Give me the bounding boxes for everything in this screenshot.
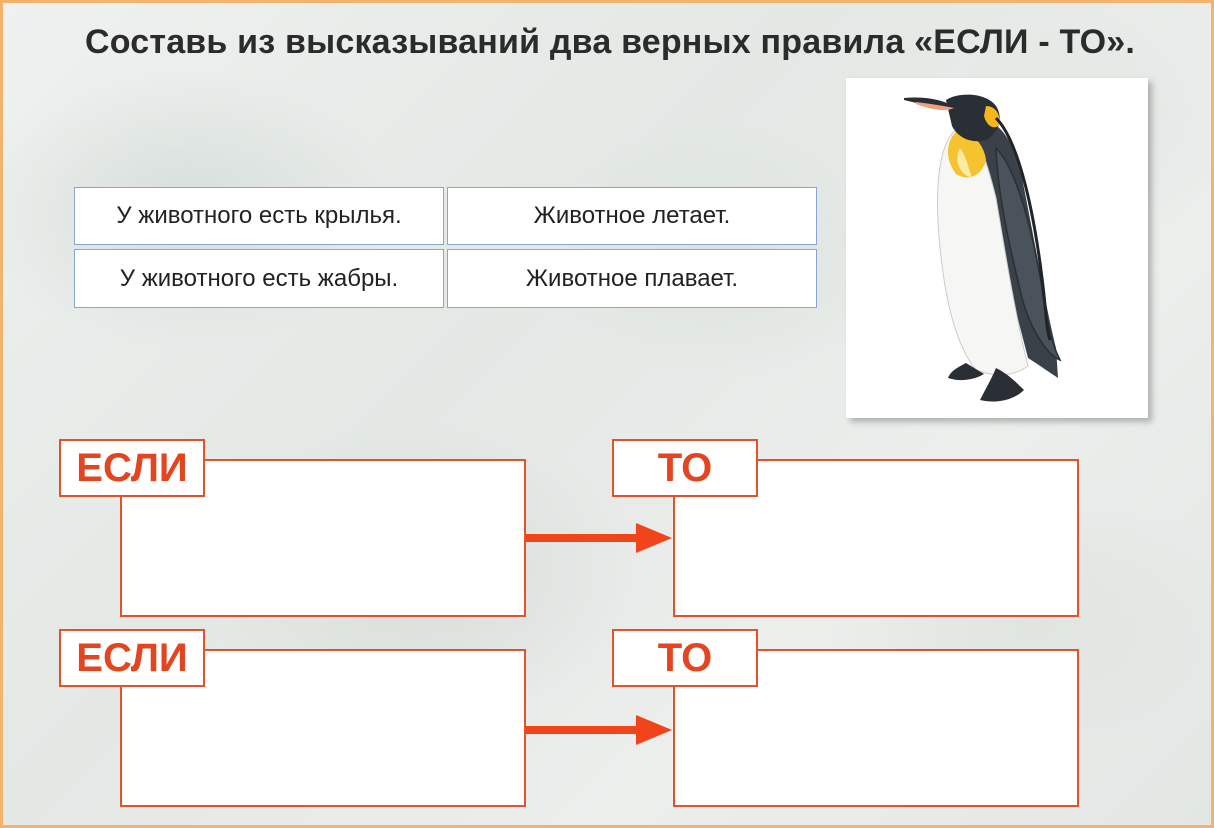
then-label: ТО [612, 629, 758, 687]
if-label: ЕСЛИ [59, 629, 205, 687]
then-label: ТО [612, 439, 758, 497]
arrow-right-icon [526, 523, 672, 553]
penguin-image [846, 78, 1148, 418]
penguin-icon [904, 94, 1062, 402]
statement-card[interactable]: У животного есть крылья. [74, 187, 444, 245]
arrow-right-icon [526, 715, 672, 745]
statement-card[interactable]: Животное плавает. [447, 249, 817, 308]
statement-card[interactable]: У животного есть жабры. [74, 249, 444, 308]
statement-card[interactable]: Животное летает. [447, 187, 817, 245]
task-title: Составь из высказываний два верных прави… [84, 23, 1136, 61]
if-label: ЕСЛИ [59, 439, 205, 497]
